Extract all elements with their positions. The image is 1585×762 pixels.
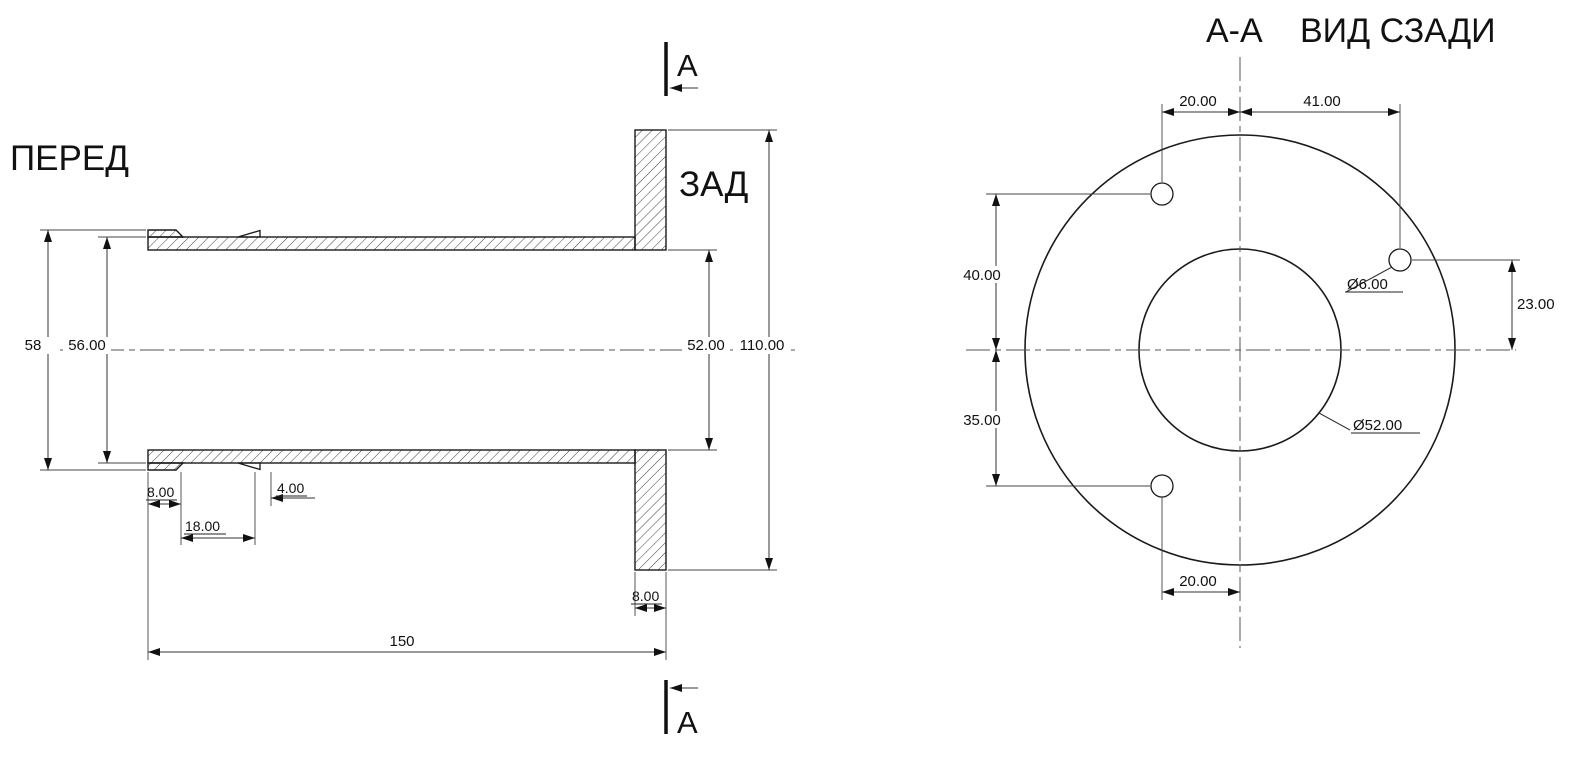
dim-text-bg — [956, 411, 1008, 428]
dim-offset-down: 35.00 — [963, 412, 1001, 429]
side-view-dimensions: 58 56.00 52.00 110.00 8.00 — [16, 129, 791, 660]
barb-top — [237, 229, 261, 238]
back-view-label: ЗАД — [679, 165, 749, 204]
section-letter-top: А — [677, 48, 698, 83]
section-letter-bottom: А — [677, 705, 698, 740]
dim-groove-len: 18.00 — [185, 518, 220, 534]
left-lip-bottom — [147, 462, 185, 471]
leader-bore-dia — [1318, 412, 1351, 431]
dim-lip-len: 8.00 — [147, 484, 174, 500]
dim-flange-od: 110.00 — [740, 337, 785, 354]
section-mark-bottom: А — [664, 680, 698, 740]
side-view-geometry — [60, 129, 795, 571]
flange-section-top — [634, 129, 667, 251]
dim-total-len: 150 — [389, 633, 414, 650]
dim-bore: 52.00 — [687, 337, 725, 354]
barb-bottom — [237, 462, 261, 471]
dim-od-body: 56.00 — [68, 337, 106, 354]
bolt-hole-top-left — [1150, 182, 1174, 206]
tube-wall-bottom — [147, 449, 636, 464]
leader-hole-dia — [1345, 266, 1393, 293]
dim-text-bg — [16, 337, 50, 354]
front-view-label: ПЕРЕД — [10, 139, 129, 178]
dim-offset-up: 40.00 — [963, 267, 1001, 284]
dim-text-bg — [682, 337, 730, 354]
dim-offset-bottom-left: 20.00 — [1179, 573, 1217, 590]
section-mark-top: А — [664, 42, 698, 96]
dim-offset-top-right: 41.00 — [1303, 93, 1341, 110]
dim-od-lip: 58 — [25, 337, 42, 354]
dim-flange-thk: 8.00 — [632, 588, 659, 604]
dim-text-bg — [63, 337, 111, 354]
dim-hole-dia: Ø6.00 — [1347, 276, 1388, 293]
bolt-hole-bottom-left — [1150, 474, 1174, 498]
rear-view-geometry — [966, 57, 1516, 648]
dim-text-bg — [733, 337, 791, 354]
side-view: ПЕРЕД ЗАД А А — [10, 42, 795, 740]
tube-wall-top — [147, 236, 636, 251]
left-lip-top — [147, 229, 185, 238]
bolt-hole-right — [1388, 248, 1412, 272]
flange-section-bottom — [634, 449, 667, 571]
dim-text-bg — [956, 266, 1008, 283]
rear-view-title: ВИД СЗАДИ — [1300, 12, 1496, 50]
dim-offset-right-up: 23.00 — [1517, 296, 1555, 313]
dim-taper: 4.00 — [277, 480, 304, 496]
dim-offset-top-left: 20.00 — [1179, 93, 1217, 110]
rear-view-section-title: А-А — [1206, 12, 1263, 50]
rear-view-dimensions: 20.00 41.00 40.00 35.00 23.00 20.00 — [956, 93, 1555, 600]
dim-bore-dia: Ø52.00 — [1353, 417, 1402, 434]
rear-view: А-А ВИД СЗАДИ 20.00 41.00 40.0 — [956, 12, 1555, 648]
